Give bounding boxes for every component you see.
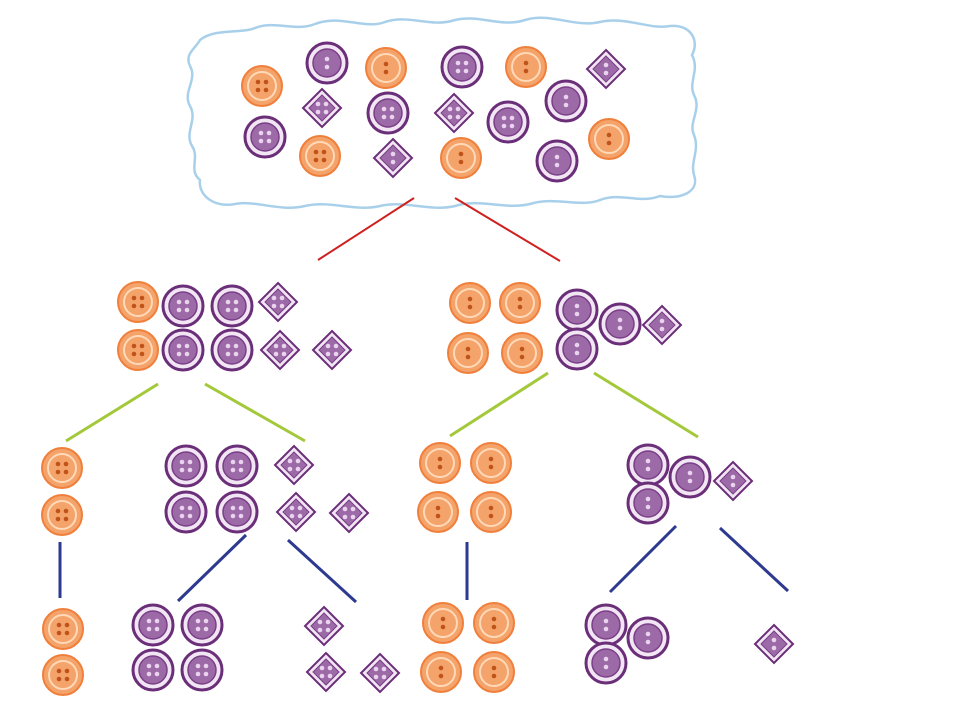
purple-diamond-button-4hole [359,652,401,694]
purple-diamond-button-4hole [305,651,347,693]
purple-diamond-button-4hole [301,87,343,129]
purple-round-button-2hole [555,327,599,371]
purple-round-button-4hole [243,115,287,159]
orange-button-4hole [42,654,84,696]
purple-diamond-button-4hole [257,281,299,323]
purple-round-button-4hole [180,603,224,647]
orange-button-4hole [41,447,83,489]
purple-diamond-button-4hole [328,492,370,534]
orange-button-2hole [422,602,464,644]
purple-diamond-button-4hole [275,491,317,533]
orange-button-2hole [470,491,512,533]
purple-round-button-2hole [584,603,628,647]
purple-round-button-4hole [215,490,259,534]
purple-round-button-2hole [535,139,579,183]
purple-round-button-2hole [305,41,349,85]
purple-round-button-4hole [180,648,224,692]
level1-line-left [317,197,415,261]
purple-diamond-button-2hole [372,137,414,179]
purple-round-button-4hole [215,444,259,488]
purple-round-button-2hole [626,443,670,487]
level3-line-2 [176,533,248,603]
purple-round-button-4hole [161,284,205,328]
purple-round-button-4hole [164,444,208,488]
orange-button-4hole [42,608,84,650]
level2-line-left-a [65,382,159,443]
purple-diamond-button-2hole [753,623,795,665]
purple-round-button-4hole [366,91,410,135]
orange-button-2hole [473,651,515,693]
orange-button-2hole [449,282,491,324]
orange-button-4hole [299,135,341,177]
orange-button-2hole [505,46,547,88]
orange-button-4hole [241,65,283,107]
purple-round-button-4hole [131,648,175,692]
orange-button-2hole [501,332,543,374]
orange-button-4hole [117,281,159,323]
purple-round-button-2hole [626,481,670,525]
purple-round-button-2hole [598,302,642,346]
purple-diamond-button-4hole [311,329,353,371]
purple-round-button-4hole [164,490,208,534]
orange-button-2hole [419,442,461,484]
purple-diamond-button-2hole [585,48,627,90]
buttons-layer [41,41,795,696]
orange-button-2hole [440,137,482,179]
purple-diamond-button-4hole [303,605,345,647]
purple-round-button-4hole [131,603,175,647]
level2-line-right-b [593,371,699,439]
purple-diamond-button-2hole [641,304,683,346]
orange-button-2hole [417,491,459,533]
purple-round-button-2hole [544,79,588,123]
orange-button-2hole [499,282,541,324]
purple-round-button-4hole [161,328,205,372]
purple-round-button-2hole [626,616,670,660]
purple-diamond-button-4hole [433,92,475,134]
level3-line-6 [718,526,790,593]
orange-button-4hole [41,494,83,536]
level1-line-right [454,197,561,262]
purple-diamond-button-2hole [712,460,754,502]
level2-line-right-a [449,371,549,438]
level3-line-3 [286,538,358,604]
purple-diamond-button-4hole [273,444,315,486]
orange-button-2hole [470,442,512,484]
purple-round-button-2hole [584,641,628,685]
orange-button-4hole [117,329,159,371]
orange-button-2hole [365,47,407,89]
purple-round-button-2hole [555,288,599,332]
level3-line-5 [608,524,678,594]
orange-button-2hole [420,651,462,693]
level2-line-left-b [204,382,306,443]
purple-round-button-4hole [210,328,254,372]
purple-round-button-4hole [440,45,484,89]
orange-button-2hole [473,602,515,644]
connector-lines [58,197,790,604]
purple-round-button-4hole [486,100,530,144]
purple-round-button-2hole [668,455,712,499]
orange-button-2hole [588,118,630,160]
orange-button-2hole [447,332,489,374]
purple-round-button-4hole [210,284,254,328]
purple-diamond-button-4hole [259,329,301,371]
